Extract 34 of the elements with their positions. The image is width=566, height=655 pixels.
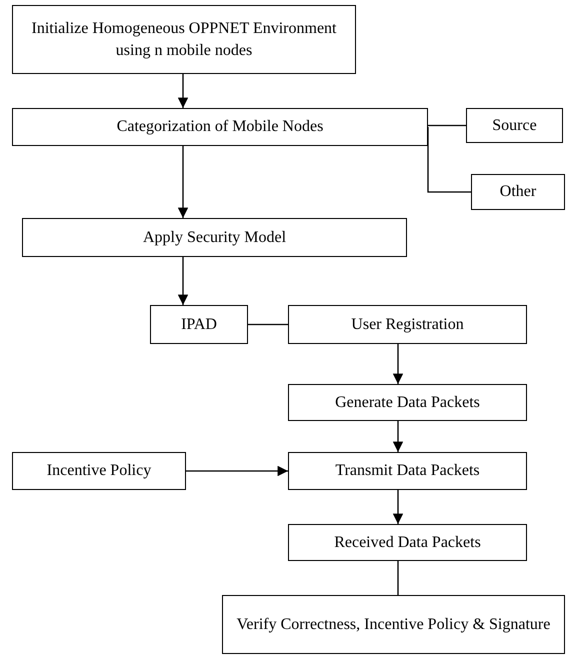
box-label: IPAD <box>181 314 217 335</box>
arrow <box>392 421 404 452</box>
box-label: Other <box>500 182 536 202</box>
arrow <box>186 466 288 476</box>
process-box <box>12 108 428 146</box>
process-box <box>288 524 527 561</box>
process-box <box>471 174 565 210</box>
box-label: Source <box>492 116 537 136</box>
box-label: Generate Data Packets <box>335 392 480 413</box>
box-label: Incentive Policy <box>46 461 152 482</box>
box-label: Verify Correctness, Incentive Policy & Signature <box>236 614 550 635</box>
connector-line <box>248 324 288 326</box>
arrow <box>178 74 188 108</box>
arrow <box>178 146 188 218</box>
arrow <box>392 344 404 384</box>
process-box <box>12 5 356 74</box>
box-label: User Registration <box>351 314 464 335</box>
box-label: Initialize Homogeneous OPPNET Environment using n mobile nodes <box>30 18 338 60</box>
arrow <box>178 257 188 305</box>
process-box <box>288 305 527 344</box>
process-box <box>222 595 565 654</box>
connector-line <box>397 561 399 595</box>
process-box <box>22 218 407 257</box>
box-label: Categorization of Mobile Nodes <box>116 117 324 138</box>
process-box <box>288 384 527 421</box>
box-label: Transmit Data Packets <box>335 461 480 482</box>
process-box <box>288 452 527 490</box>
arrow <box>392 490 404 524</box>
box-label: Received Data Packets <box>334 532 481 553</box>
process-box <box>12 452 186 490</box>
connector-line <box>428 124 466 126</box>
process-box <box>150 305 248 344</box>
process-box <box>466 108 563 143</box>
box-label: Apply Security Model <box>142 228 286 248</box>
